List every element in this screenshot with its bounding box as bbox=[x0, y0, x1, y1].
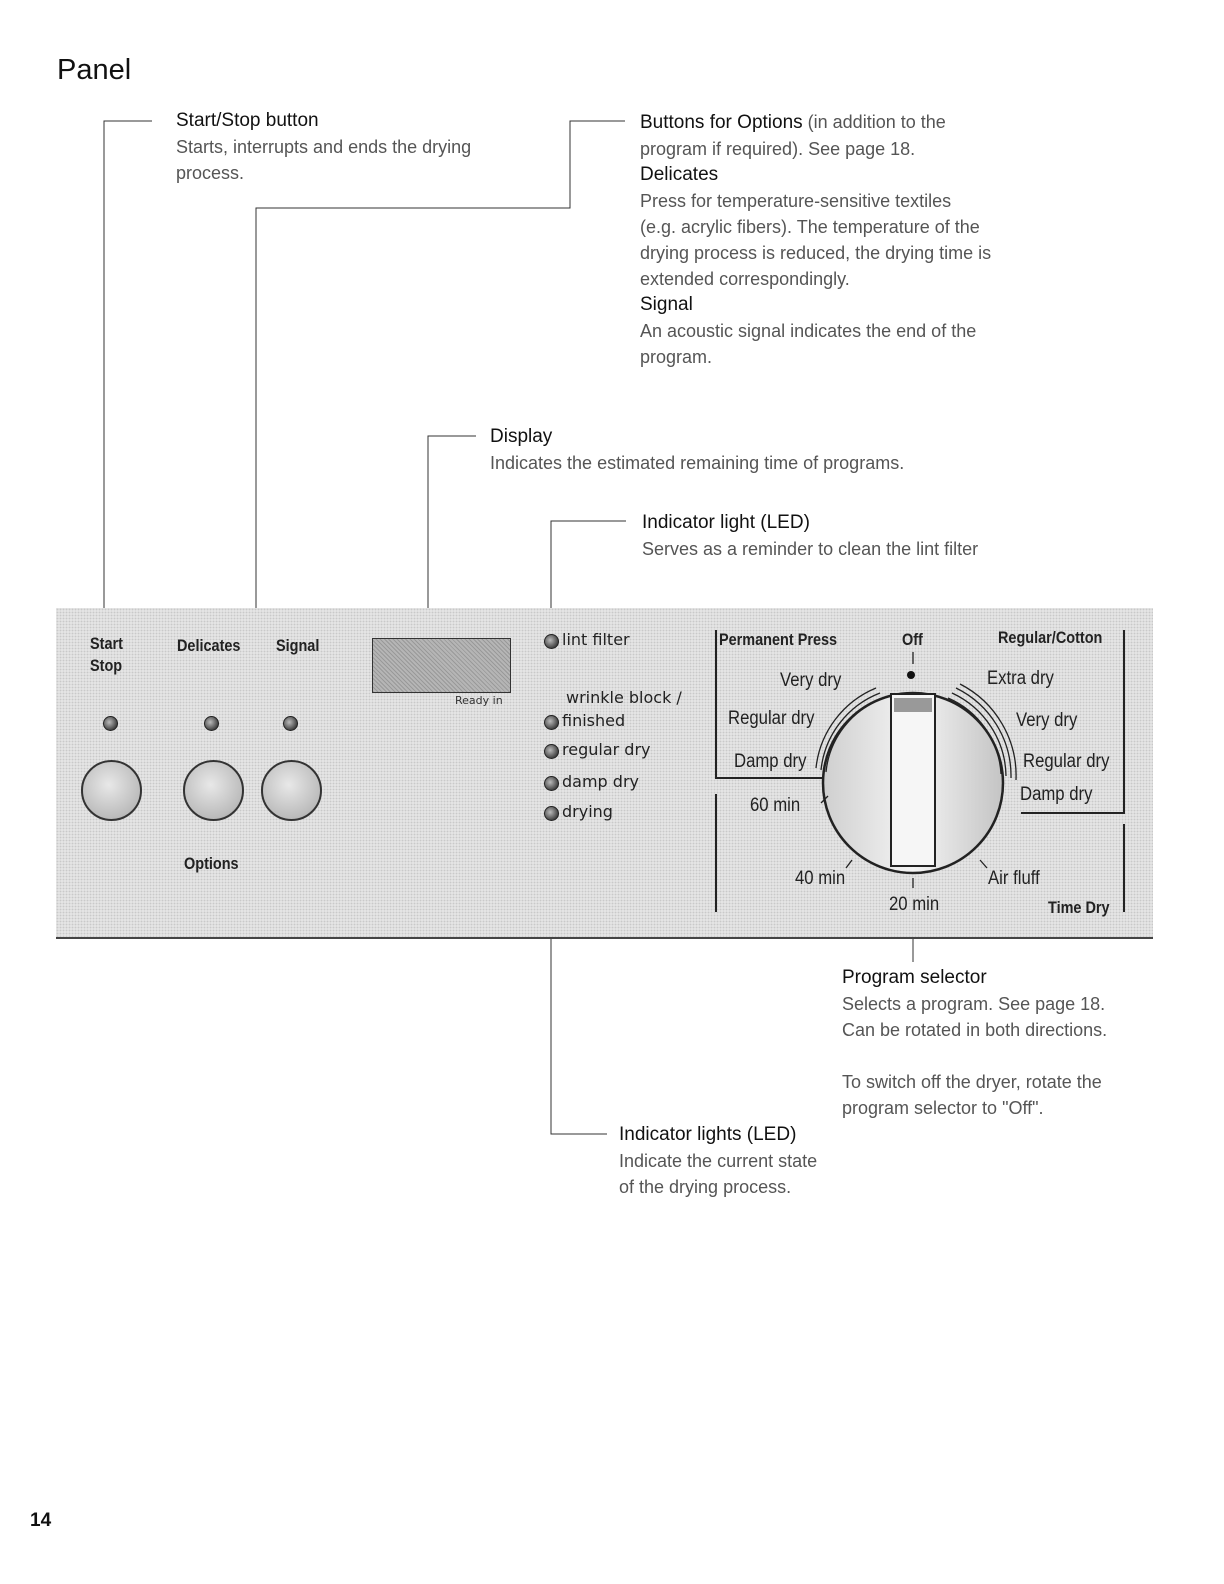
delicates-button[interactable] bbox=[183, 760, 244, 821]
signal-desc-line1: An acoustic signal indicates the end of … bbox=[640, 321, 977, 341]
display-caption: Ready in bbox=[455, 694, 503, 707]
time-20-min-label: 20 min bbox=[889, 894, 940, 915]
start-stop-desc-line2: process. bbox=[176, 163, 245, 183]
stop-label: Stop bbox=[90, 656, 123, 675]
damp-dry-led bbox=[544, 776, 559, 791]
indicator-led-desc: Serves as a reminder to clean the lint f… bbox=[642, 539, 979, 559]
indicator-lights-desc-line2: of the drying process. bbox=[619, 1177, 792, 1197]
start-stop-title: Start/Stop button bbox=[176, 110, 319, 131]
indicator-lights-leader bbox=[550, 842, 607, 1135]
indicator-lights-desc-line1: Indicate the current state bbox=[619, 1151, 818, 1171]
time-60-min-label: 60 min bbox=[750, 795, 801, 816]
program-selector-pointer bbox=[894, 698, 932, 712]
pp-damp-dry-label: Damp dry bbox=[734, 751, 807, 772]
permanent-press-label: Permanent Press bbox=[719, 630, 838, 649]
program-selector-callout: Program selector Selects a program. See … bbox=[842, 965, 1212, 1121]
finished-label: finished bbox=[562, 711, 626, 730]
regular-cotton-bracket bbox=[1021, 630, 1125, 814]
regular-cotton-label: Regular/Cotton bbox=[998, 628, 1103, 647]
options-leader bbox=[255, 120, 625, 625]
display-callout: Display Indicates the estimated remainin… bbox=[490, 424, 1010, 476]
delicates-desc-line3: drying process is reduced, the drying ti… bbox=[640, 243, 992, 263]
program-selector-title: Program selector bbox=[842, 967, 987, 988]
delicates-desc-line2: (e.g. acrylic fibers). The temperature o… bbox=[640, 217, 980, 237]
program-dial-graphics bbox=[715, 630, 1125, 912]
page-number: 14 bbox=[30, 1510, 52, 1531]
indicator-led-callout: Indicator light (LED) Serves as a remind… bbox=[642, 510, 1082, 562]
signal-title: Signal bbox=[640, 294, 693, 315]
program-selector-desc-line2: Can be rotated in both directions. bbox=[842, 1020, 1108, 1040]
pp-regular-dry-label: Regular dry bbox=[728, 708, 815, 729]
drying-led bbox=[544, 806, 559, 821]
delicates-desc-line4: extended correspondingly. bbox=[640, 269, 850, 289]
off-label: Off bbox=[902, 630, 923, 649]
delicates-desc-line1: Press for temperature-sensitive textiles bbox=[640, 191, 952, 211]
damp-dry-label: damp dry bbox=[562, 772, 639, 791]
options-label: Options bbox=[184, 854, 239, 873]
display-screen bbox=[372, 638, 511, 693]
rc-very-dry-label: Very dry bbox=[1016, 710, 1078, 731]
start-stop-desc-line1: Starts, interrupts and ends the drying bbox=[176, 137, 472, 157]
display-title: Display bbox=[490, 426, 553, 447]
indicator-led-title: Indicator light (LED) bbox=[642, 512, 810, 533]
program-selector-note-line2: program selector to "Off". bbox=[842, 1098, 1044, 1118]
options-title: Buttons for Options bbox=[640, 112, 803, 133]
lint-filter-label: lint filter bbox=[562, 630, 630, 649]
rc-regular-dry-label: Regular dry bbox=[1023, 751, 1110, 772]
drying-label: drying bbox=[562, 802, 613, 821]
program-selector-grip bbox=[890, 693, 936, 867]
program-selector-desc-line1: Selects a program. See page 18. bbox=[842, 994, 1106, 1014]
start-stop-callout: Start/Stop button Starts, interrupts and… bbox=[176, 108, 556, 186]
delicates-title: Delicates bbox=[640, 164, 719, 185]
options-title-note: (in addition to the bbox=[802, 112, 946, 132]
finished-led bbox=[544, 715, 559, 730]
display-desc: Indicates the estimated remaining time o… bbox=[490, 453, 905, 473]
display-leader bbox=[427, 435, 476, 612]
options-callout: Buttons for Options (in addition to the … bbox=[640, 109, 1120, 370]
program-selector-note-line1: To switch off the dryer, rotate the bbox=[842, 1072, 1102, 1092]
wrinkle-block-label: wrinkle block / bbox=[566, 688, 682, 707]
signal-button[interactable] bbox=[261, 760, 322, 821]
start-label: Start bbox=[90, 634, 123, 653]
lint-filter-led bbox=[544, 634, 559, 649]
regular-dry-label: regular dry bbox=[562, 740, 651, 759]
start-stop-button[interactable] bbox=[81, 760, 142, 821]
led-leader bbox=[550, 520, 626, 612]
delicates-label: Delicates bbox=[177, 636, 241, 655]
delicates-led bbox=[204, 716, 219, 731]
off-position-dot bbox=[907, 671, 915, 679]
signal-label: Signal bbox=[276, 636, 320, 655]
start-stop-leader bbox=[103, 120, 152, 612]
time-dry-label: Time Dry bbox=[1048, 898, 1110, 917]
pp-very-dry-label: Very dry bbox=[780, 670, 842, 691]
indicator-lights-title: Indicator lights (LED) bbox=[619, 1124, 797, 1145]
rc-extra-dry-label: Extra dry bbox=[987, 668, 1054, 689]
time-40-min-label: 40 min bbox=[795, 868, 846, 889]
rc-damp-dry-label: Damp dry bbox=[1020, 784, 1093, 805]
signal-desc-line2: program. bbox=[640, 347, 713, 367]
signal-led bbox=[283, 716, 298, 731]
options-title-line: Buttons for Options (in addition to the bbox=[640, 109, 1120, 136]
air-fluff-label: Air fluff bbox=[988, 868, 1040, 889]
options-desc: program if required). See page 18. bbox=[640, 139, 916, 159]
start-stop-led bbox=[103, 716, 118, 731]
regular-dry-led bbox=[544, 744, 559, 759]
indicator-lights-callout: Indicator lights (LED) Indicate the curr… bbox=[619, 1122, 979, 1200]
page-title: Panel bbox=[57, 54, 132, 86]
permanent-press-bracket bbox=[715, 630, 826, 779]
control-panel: Start Stop Delicates Signal Options Read… bbox=[56, 608, 1153, 939]
